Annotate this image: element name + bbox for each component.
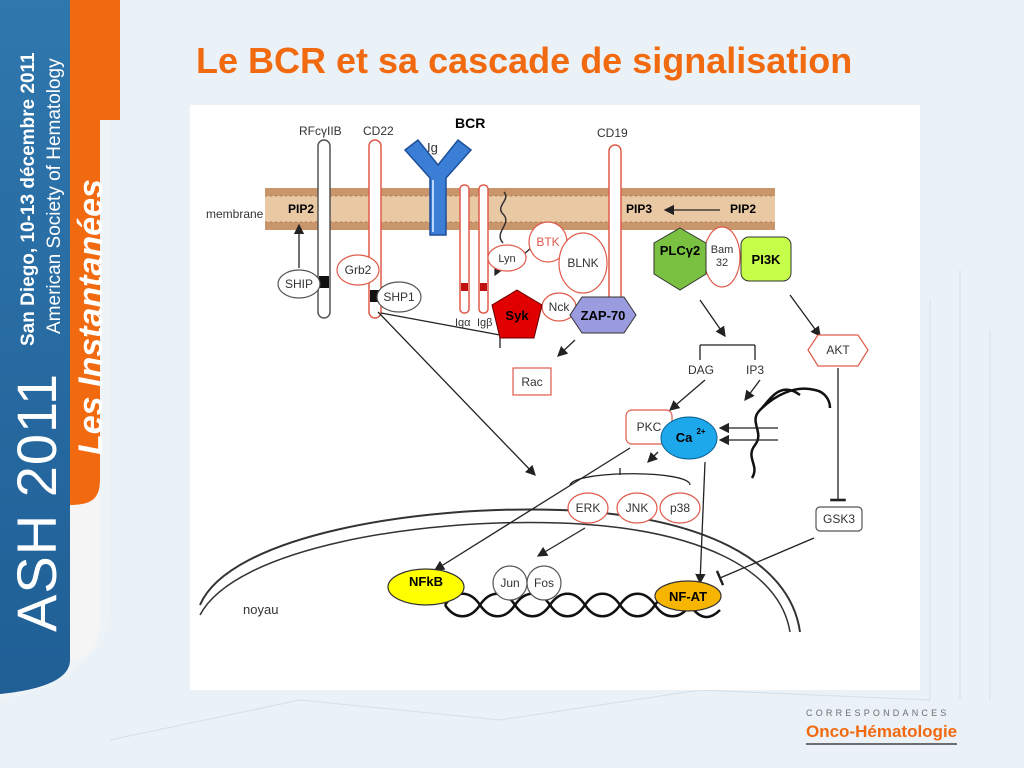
rfcgiib-receptor bbox=[317, 139, 331, 319]
pip2-left-label: PIP2 bbox=[288, 202, 314, 216]
membrane-bilayer bbox=[265, 188, 775, 230]
blnk-label: BLNK bbox=[567, 256, 598, 270]
erk-node bbox=[567, 492, 609, 524]
rac-label: Rac bbox=[521, 375, 542, 389]
membrane-label: membrane bbox=[206, 207, 264, 221]
bcr-antibody-icon bbox=[403, 138, 473, 236]
syk-label: Syk bbox=[505, 308, 529, 323]
logo-line2: Onco-Hématologie bbox=[806, 722, 958, 745]
jnk-label: JNK bbox=[626, 501, 649, 515]
shp1-label: SHP1 bbox=[383, 290, 415, 304]
jun-label: Jun bbox=[500, 576, 519, 590]
pkc-label: PKC bbox=[637, 420, 662, 434]
fos-label: Fos bbox=[534, 576, 554, 590]
ip3-label: IP3 bbox=[746, 363, 764, 377]
sidebar-series-title: Les Instantanées bbox=[72, 179, 110, 455]
correspondances-logo: CORRESPONDANCES Onco-Hématologie bbox=[806, 708, 991, 752]
cd19-label: CD19 bbox=[597, 126, 628, 140]
blue-band bbox=[0, 0, 70, 694]
logo-line1: CORRESPONDANCES bbox=[806, 708, 950, 718]
cd22-label: CD22 bbox=[363, 124, 394, 138]
lyn-node bbox=[487, 244, 527, 272]
fos-node bbox=[526, 565, 562, 601]
dag-label: DAG bbox=[688, 363, 714, 377]
igbeta-label: Igβ bbox=[477, 317, 493, 329]
bam32-label-2: 32 bbox=[716, 257, 728, 269]
orange-band bbox=[70, 0, 120, 505]
sidebar-society: American Society of Hematology bbox=[44, 58, 65, 334]
calcium-node bbox=[660, 416, 718, 460]
lyn-label: Lyn bbox=[498, 253, 515, 265]
ig-label: Ig bbox=[427, 140, 438, 155]
ship-node bbox=[277, 269, 321, 299]
cd19-receptor bbox=[608, 144, 622, 306]
nfkb-label: NFkB bbox=[409, 574, 443, 589]
sidebar-ash-logo: ASH 2011 bbox=[5, 372, 68, 632]
blnk-node bbox=[558, 232, 608, 294]
nucleus-envelope bbox=[199, 508, 801, 633]
akt-label: AKT bbox=[826, 343, 850, 357]
ship-label: SHIP bbox=[285, 277, 313, 291]
plcg2-label: PLCγ2 bbox=[660, 243, 700, 258]
bam32-label-1: Bam bbox=[711, 244, 734, 256]
lyn-anchor bbox=[499, 191, 507, 244]
calcium-charge-label: 2+ bbox=[696, 427, 705, 436]
jnk-node bbox=[616, 492, 658, 524]
ig-alpha-beta-chains bbox=[459, 184, 489, 314]
gsk3-node bbox=[815, 506, 863, 532]
shp1-node bbox=[376, 281, 422, 313]
bcr-label: BCR bbox=[455, 115, 485, 131]
pathway-arrows bbox=[293, 204, 846, 586]
akt-node bbox=[807, 334, 869, 367]
p38-label: p38 bbox=[670, 501, 690, 515]
sidebar-event-dates: San Diego, 10-13 décembre 2011 bbox=[18, 52, 39, 346]
pip2-right-label: PIP2 bbox=[730, 202, 756, 216]
nfat-node bbox=[654, 580, 722, 612]
zap70-label: ZAP-70 bbox=[581, 308, 626, 323]
p38-node bbox=[659, 492, 701, 524]
nfat-label: NF-AT bbox=[669, 589, 707, 604]
syk-node bbox=[491, 289, 543, 339]
igalpha-label: Igα bbox=[455, 317, 471, 329]
pi3k-node bbox=[740, 236, 792, 282]
grb2-label: Grb2 bbox=[345, 263, 372, 277]
rac-node bbox=[512, 367, 552, 396]
er-calcium-store bbox=[750, 387, 832, 479]
calcium-label: Ca bbox=[676, 430, 693, 445]
pi3k-label: PI3K bbox=[752, 252, 782, 267]
gsk3-label: GSK3 bbox=[823, 512, 855, 526]
zap70-node bbox=[569, 296, 637, 334]
plcg2-node bbox=[653, 227, 707, 291]
btk-label: BTK bbox=[536, 235, 559, 249]
pip3-label: PIP3 bbox=[626, 202, 652, 216]
grb2-node bbox=[336, 254, 380, 286]
rfcgiib-label: RFcγIIB bbox=[299, 124, 342, 138]
erk-label: ERK bbox=[576, 501, 601, 515]
slide-title: Le BCR et sa cascade de signalisation bbox=[196, 40, 853, 81]
nfkb-node bbox=[387, 568, 465, 606]
nck-label: Nck bbox=[549, 300, 571, 314]
bcr-signaling-diagram: BCR Ig RFcγIIB CD22 CD19 membrane PIP2 P… bbox=[190, 105, 920, 690]
noyau-label: noyau bbox=[243, 602, 278, 617]
